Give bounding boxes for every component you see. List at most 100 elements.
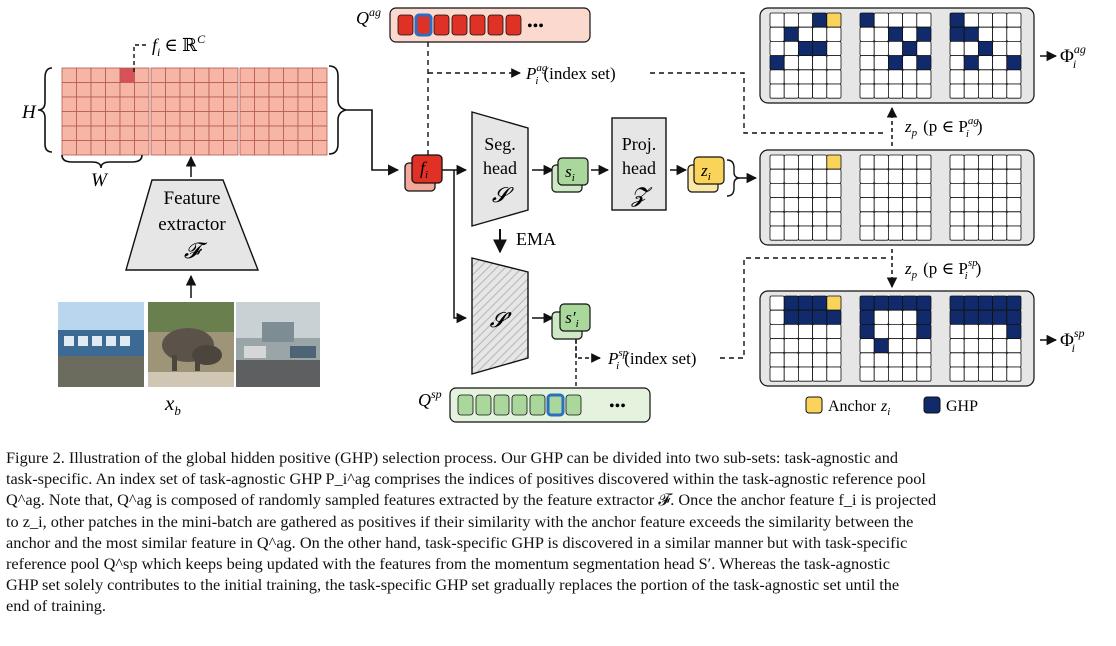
grid-cell	[859, 182, 875, 198]
feature-patch	[90, 140, 106, 156]
caption-line-6: reference pool Q^sp which keeps being up…	[6, 554, 890, 574]
feature-patch	[76, 111, 92, 127]
grid-cell	[783, 55, 799, 71]
q-ag-label: Qag	[356, 5, 381, 28]
q-sp-ellipsis: •••	[609, 398, 626, 415]
siprime-label: s′i	[565, 308, 578, 330]
grid-cell	[978, 323, 994, 339]
grid-cell	[1006, 182, 1022, 198]
grid-cell	[916, 182, 932, 198]
grid-cell	[902, 26, 918, 42]
grid-cell	[992, 338, 1008, 354]
feature-patch	[312, 82, 328, 98]
grid-cell	[888, 211, 904, 227]
grid-cell	[783, 41, 799, 57]
q-ag-cell	[505, 14, 522, 36]
grid-cell	[916, 225, 932, 241]
grid-cell	[812, 182, 828, 198]
feature-patch	[194, 125, 210, 141]
feature-patch	[297, 140, 313, 156]
grid-cell	[963, 352, 979, 368]
grid-cell	[1006, 197, 1022, 213]
grid-cell	[992, 26, 1008, 42]
ghp-cell	[916, 309, 932, 325]
ghp-cell	[949, 26, 965, 42]
feature-patch	[61, 111, 77, 127]
caption-line-3: Q^ag. Note that, Q^ag is composed of ran…	[6, 490, 937, 510]
grid-cell	[992, 211, 1008, 227]
feature-patch	[90, 125, 106, 141]
grid-cell	[949, 69, 965, 85]
grid-cell	[992, 41, 1008, 57]
ghp-cell	[888, 55, 904, 71]
grid-cell	[978, 338, 994, 354]
grid-cell	[783, 154, 799, 170]
grid-cell	[1006, 41, 1022, 57]
feature-patch	[105, 82, 121, 98]
grid-cell	[992, 55, 1008, 71]
feature-patch	[150, 67, 166, 83]
grid-cell	[963, 225, 979, 241]
grid-cell	[873, 182, 889, 198]
grid-cell	[963, 366, 979, 382]
feature-map-grid	[61, 67, 328, 156]
grid-cell	[769, 182, 785, 198]
grid-cell	[826, 26, 842, 42]
grid-cell	[812, 154, 828, 170]
grid-cell	[859, 154, 875, 170]
grid-cell	[769, 352, 785, 368]
grid-cell	[902, 225, 918, 241]
grid-cell	[798, 352, 814, 368]
feature-patch	[223, 125, 239, 141]
grid-cell	[769, 338, 785, 354]
feature-patch	[76, 140, 92, 156]
feature-patch	[208, 67, 224, 83]
q-sp-label: Qsp	[418, 387, 442, 410]
feature-patch	[165, 140, 181, 156]
q-ag-cell	[397, 14, 414, 36]
grid-cell	[888, 182, 904, 198]
image-street	[236, 302, 320, 387]
feature-patch	[134, 67, 150, 83]
feature-patch	[134, 125, 150, 141]
grid-cell	[992, 366, 1008, 382]
grid-cell	[963, 83, 979, 99]
grid-cell	[826, 83, 842, 99]
grid-cell	[783, 83, 799, 99]
feature-patch	[268, 82, 284, 98]
ghp-cell	[812, 12, 828, 28]
caption-line-2: task-specific. An index set of task-agno…	[6, 469, 926, 489]
grid-cell	[826, 352, 842, 368]
grid-cell	[812, 338, 828, 354]
grid-cell	[978, 26, 994, 42]
grid-cell	[888, 69, 904, 85]
grid-cell	[859, 366, 875, 382]
grid-cell	[798, 366, 814, 382]
grid-cell	[859, 41, 875, 57]
feature-patch	[150, 96, 166, 112]
grid-cell	[888, 83, 904, 99]
grid-cell	[992, 12, 1008, 28]
selected-patch	[119, 67, 135, 83]
feature-patch	[223, 82, 239, 98]
grid-cell	[826, 366, 842, 382]
grid-cell	[916, 12, 932, 28]
grid-cell	[826, 41, 842, 57]
ghp-cell	[798, 295, 814, 311]
zi-label: zi	[700, 161, 711, 183]
q-sp-cell	[565, 394, 582, 416]
feature-patch	[105, 96, 121, 112]
feature-patch	[297, 67, 313, 83]
feature-patch	[254, 125, 270, 141]
feature-patch	[61, 140, 77, 156]
q-ag-cell	[451, 14, 468, 36]
grid-cell	[992, 197, 1008, 213]
grid-cell	[769, 366, 785, 382]
grid-cell	[798, 182, 814, 198]
q-ag-cells	[397, 13, 522, 37]
grid-cell	[902, 211, 918, 227]
grid-cell	[798, 154, 814, 170]
grid-cell	[963, 197, 979, 213]
